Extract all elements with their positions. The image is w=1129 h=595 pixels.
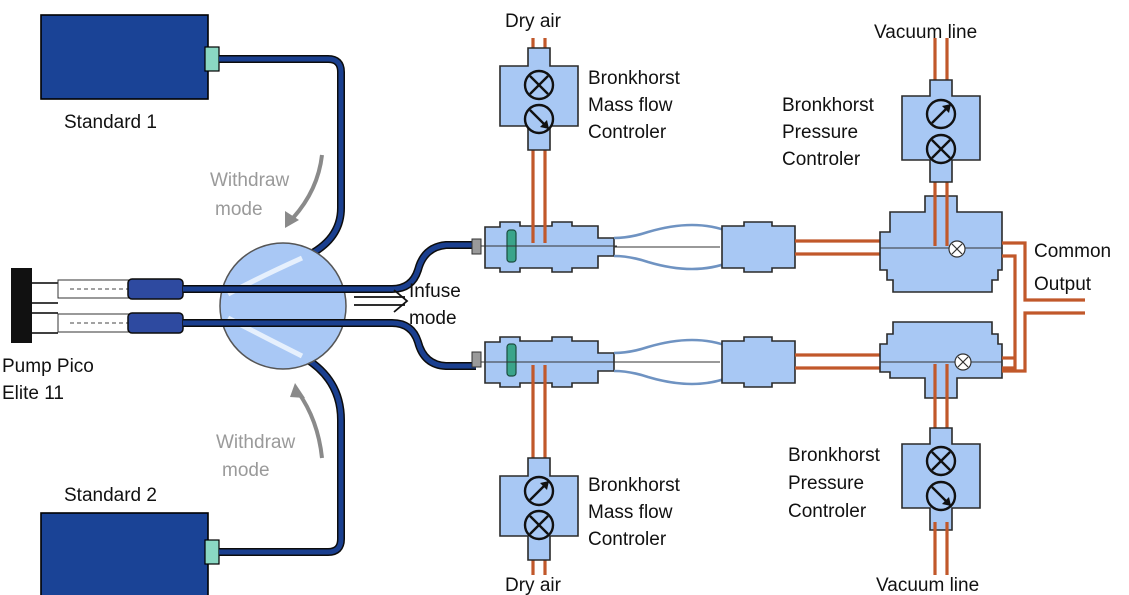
upper-fitting-assembly [471, 221, 796, 273]
upper-tee-fitting [484, 221, 615, 273]
infuse-arrow [354, 289, 409, 313]
dry-air-top-label: Dry air [505, 11, 562, 32]
switching-valve [219, 242, 347, 370]
common-output-lines [1002, 241, 1085, 373]
withdraw-arrow-bottom-head [290, 383, 305, 398]
upper-grey-nut [471, 238, 482, 255]
withdraw-arrow-top-head [285, 211, 299, 228]
pc-top-label-line2: Pressure [782, 122, 858, 143]
withdraw-bottom-label-line2: mode [222, 460, 270, 481]
lower-transfer-line [613, 338, 740, 355]
mfc-bottom-label-line2: Mass flow [588, 502, 673, 523]
pump-body [11, 268, 32, 343]
vacuum-line-bottom [933, 522, 949, 575]
mfc-bottom-label-line3: Controler [588, 529, 667, 550]
mass-flow-controller-top [499, 47, 579, 151]
orange-lines-lower [795, 353, 880, 370]
lower-grey-nut [471, 351, 482, 368]
vacuum-bottom-label: Vacuum line [876, 575, 979, 595]
withdraw-arrow-top [291, 154, 324, 220]
withdraw-top-label-line2: mode [215, 199, 263, 220]
lower-union-fitting [721, 336, 796, 388]
pc-bottom-label-line1: Bronkhorst [788, 445, 881, 466]
standard-1-bottle [40, 14, 209, 100]
mfc-top-label-line3: Controler [588, 122, 667, 143]
mfc-top-label-line2: Mass flow [588, 95, 673, 116]
infuse-tube-top [183, 241, 476, 293]
standard-2-label: Standard 2 [64, 485, 157, 506]
lower-fitting-assembly [471, 336, 796, 388]
orange-lines-upper [795, 239, 880, 256]
upper-pressure-cross [879, 176, 1003, 293]
pressure-controller-bottom [901, 427, 981, 531]
lower-ferrule [506, 343, 517, 377]
standard-2-tube [219, 354, 345, 556]
upper-union-fitting [721, 221, 796, 273]
standard-1-outlet [204, 46, 220, 72]
vacuum-top-label: Vacuum line [874, 22, 977, 43]
pc-bottom-label-line3: Controler [788, 501, 867, 522]
syringe-bottom [32, 312, 184, 334]
standard-1-label: Standard 1 [64, 112, 157, 133]
standard-2-outlet [204, 539, 220, 565]
upper-transfer-line [613, 223, 740, 240]
pc-top-label-line1: Bronkhorst [782, 95, 875, 116]
mfc-top-label-line1: Bronkhorst [588, 68, 681, 89]
dry-air-bottom-label: Dry air [505, 575, 562, 595]
pc-top-label-line3: Controler [782, 149, 861, 170]
common-output-label-line2: Output [1034, 274, 1092, 295]
standard-1-tube [219, 55, 345, 261]
pressure-controller-top [901, 79, 981, 183]
infuse-tube-bottom [183, 319, 476, 370]
mfc-bottom-label-line1: Bronkhorst [588, 475, 681, 496]
lower-pressure-cross [879, 321, 1003, 440]
common-output-label-line1: Common [1034, 241, 1111, 262]
pump-label-line2: Elite 11 [2, 383, 64, 404]
infuse-label-line2: mode [409, 308, 457, 329]
withdraw-bottom-label-line1: Withdraw [216, 432, 295, 453]
pump-label-line1: Pump Pico [2, 356, 94, 377]
standard-2-bottle [40, 512, 209, 595]
mass-flow-controller-bottom [499, 457, 579, 561]
infuse-label-line1: Infuse [409, 281, 461, 302]
syringe-top [32, 278, 184, 304]
withdraw-top-label-line1: Withdraw [210, 170, 289, 191]
withdraw-arrow-bottom [296, 390, 324, 459]
pc-bottom-label-line2: Pressure [788, 473, 864, 494]
